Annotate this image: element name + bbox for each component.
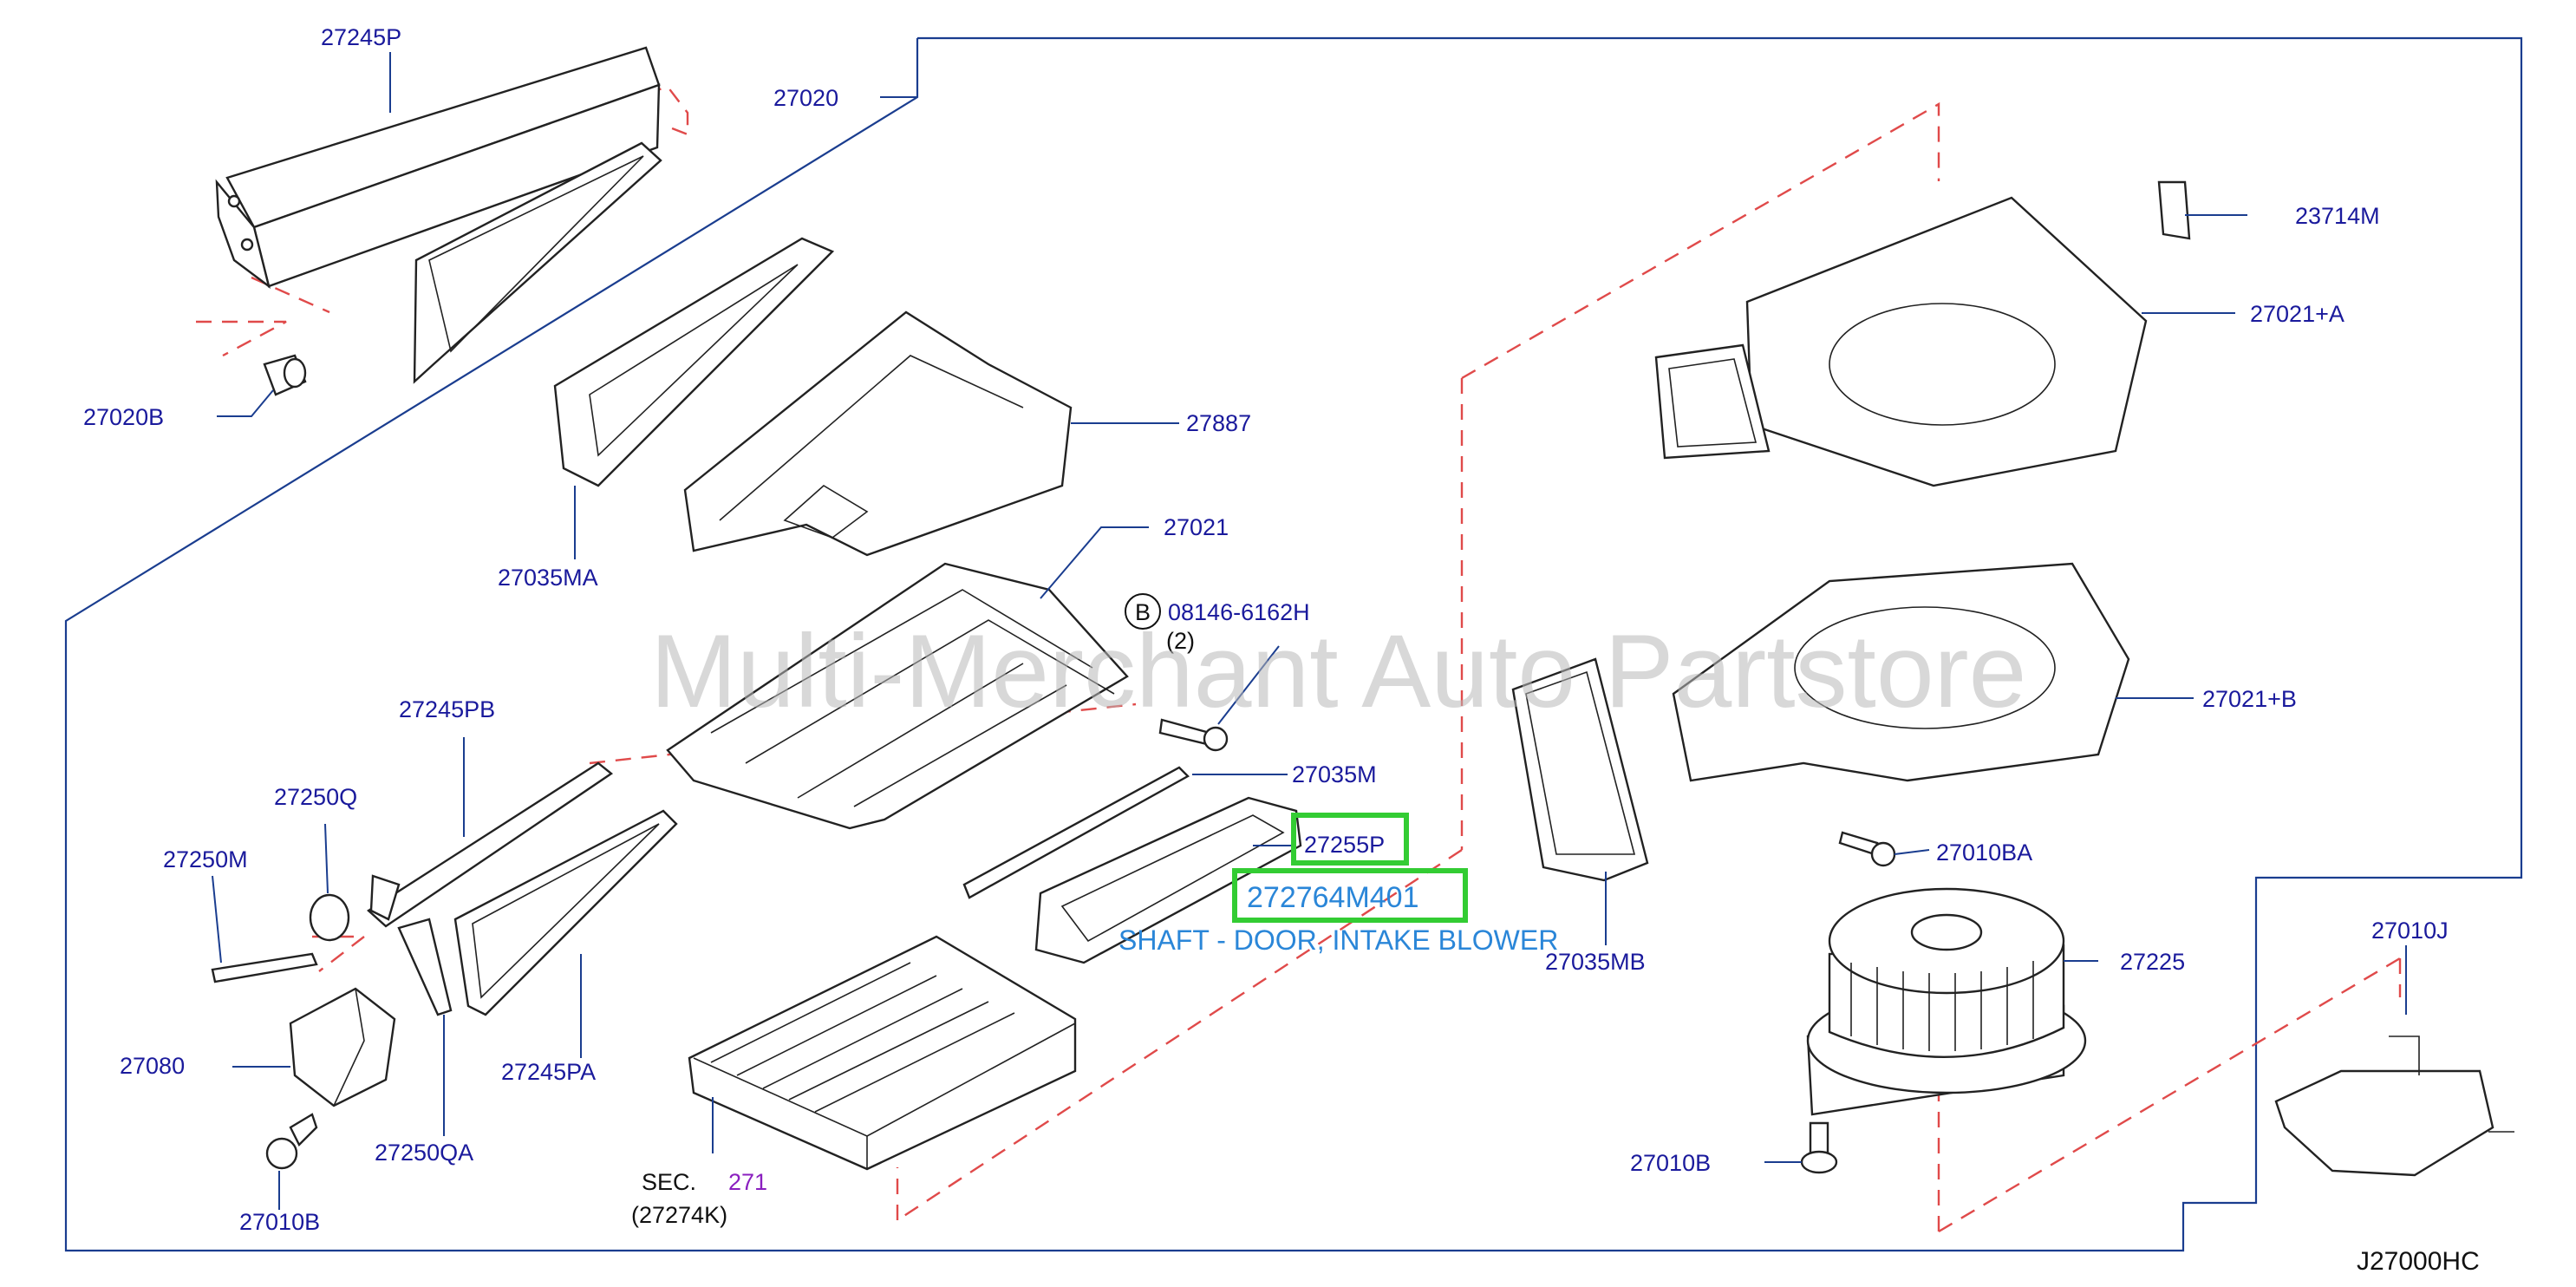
label-27035M[interactable]: 27035M [1292,761,1377,787]
gasket-27035MB [1511,657,1649,882]
label-27250M[interactable]: 27250M [163,846,248,872]
label-27245PB[interactable]: 27245PB [399,696,495,722]
screw-27010B-right [1800,1121,1838,1174]
screw-27010BA [1838,831,1896,867]
label-08146-6162H[interactable]: 08146-6162H [1168,599,1310,625]
label-27250Q[interactable]: 27250Q [274,784,357,810]
duct-27245P [215,46,662,384]
seal-27035MA [553,237,835,487]
screw-27010B-left [265,1113,318,1170]
cap-27250Q [309,893,350,942]
label-27225[interactable]: 27225 [2120,949,2185,975]
highlight-272764M401 [1232,868,1468,923]
bolt-08146-6162H [1158,718,1229,752]
clip-23714M [2157,180,2191,240]
watermark: Multi-Merchant Auto Partstore [650,613,2026,729]
label-27035MA[interactable]: 27035MA [498,565,598,591]
highlight-27255P [1291,813,1409,866]
actuator-27080 [289,987,396,1107]
label-27010BA[interactable]: 27010BA [1936,839,2032,866]
label-27021-plus-B[interactable]: 27021+B [2202,686,2297,712]
label-27010B-left[interactable]: 27010B [239,1209,320,1235]
blower-case-27021A [1654,196,2148,487]
diagram-code: J27000HC [2357,1247,2480,1276]
label-27010B-right[interactable]: 27010B [1630,1150,1711,1176]
label-27245P[interactable]: 27245P [321,24,401,50]
label-27010J[interactable]: 27010J [2371,918,2449,944]
housing-27887 [683,310,1073,557]
label-272764M401[interactable]: 272764M401 [1247,881,1419,914]
label-23714M[interactable]: 23714M [2295,203,2380,229]
shaft-27035M [962,766,1190,899]
label-27020[interactable]: 27020 [773,85,838,111]
blower-case-27021B [1672,562,2130,782]
door-27255P [1034,796,1302,964]
label-27080[interactable]: 27080 [120,1053,185,1079]
diagram-frame [64,36,2523,1252]
link-27250QA [397,918,453,1016]
marker-b: B [1135,599,1151,625]
label-27255P[interactable]: 27255P [1304,832,1385,858]
label-08146-qty: (2) [1166,628,1195,654]
label-27035MB[interactable]: 27035MB [1545,949,1646,975]
marker-circle-b [1125,593,1161,630]
resistor-27010J [2274,1035,2514,1177]
intake-case-27021 [666,562,1129,830]
label-27021-plus-A[interactable]: 27021+A [2250,301,2344,327]
label-27250QA[interactable]: 27250QA [375,1140,473,1166]
label-27887[interactable]: 27887 [1186,410,1251,436]
label-leaders [212,52,2407,1210]
label-sec-271[interactable]: 271 [728,1169,767,1195]
label-27274K: (27274K) [631,1202,727,1228]
label-27245PA[interactable]: 27245PA [501,1059,596,1085]
label-27020B[interactable]: 27020B [83,404,164,430]
label-27021[interactable]: 27021 [1164,514,1229,540]
plate-27245PA [453,809,678,1016]
cabin-filter [688,935,1077,1171]
blower-motor-27225 [1806,887,2087,1116]
shaft-description: SHAFT - DOOR, INTAKE BLOWER [1118,924,1558,956]
bolt-callout: B 08146-6162H (2) [1125,593,1310,654]
part-labels: 27245P 27020 27020B 27035MA 27887 27021 … [83,24,2480,1276]
rod-27250M [211,952,318,983]
strip-27245PB [367,761,614,928]
bushing-27020B [263,354,307,396]
label-sec: SEC. [642,1169,696,1195]
